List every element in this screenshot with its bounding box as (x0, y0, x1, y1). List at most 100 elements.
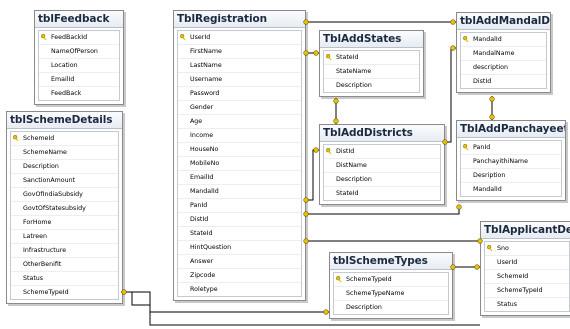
column-row[interactable]: HintQuestion (178, 241, 301, 255)
column-row[interactable]: Status (11, 272, 118, 286)
column-row[interactable]: EmailId (39, 73, 119, 87)
relationship-endpoint-icon (489, 96, 495, 102)
relationship-endpoint-icon (303, 50, 309, 56)
column-row[interactable]: MandalName (461, 47, 546, 61)
column-row[interactable]: SchemeName (11, 146, 118, 160)
column-row[interactable]: MobileNo (178, 157, 301, 171)
column-row[interactable]: GovtOfStatesubsidy (11, 202, 118, 216)
column-name: SchemeName (23, 149, 67, 156)
column-row[interactable]: StateId (324, 187, 440, 200)
table-tbladdmandaldetails[interactable]: tblAddMandalDetaMandalIdMandalNamedescri… (456, 12, 551, 93)
column-row[interactable]: ForHome (11, 216, 118, 230)
column-row[interactable]: Location (39, 59, 119, 73)
relationship-endpoint-icon (323, 309, 329, 315)
column-row[interactable]: PanId (178, 199, 301, 213)
column-row[interactable]: FeedBackId (39, 31, 119, 45)
column-row[interactable]: Age (178, 115, 301, 129)
column-row[interactable]: DistId (178, 213, 301, 227)
column-row[interactable]: MandalId (461, 183, 561, 196)
column-name: Password (190, 90, 220, 97)
column-row[interactable]: OtherBenifit (11, 258, 118, 272)
column-name: StateName (336, 68, 372, 75)
column-row[interactable]: Latreen (11, 230, 118, 244)
column-row[interactable]: MandalId (461, 33, 546, 47)
column-row[interactable]: HouseNo (178, 143, 301, 157)
column-row[interactable]: Gender (178, 101, 301, 115)
relationship-endpoint-icon (313, 147, 319, 153)
column-row[interactable]: FeedBack (39, 87, 119, 100)
column-name: EmailId (51, 76, 75, 83)
column-name: EmailId (190, 174, 214, 181)
column-name: FeedBackId (51, 34, 88, 41)
column-row[interactable]: MandalId (178, 185, 301, 199)
column-name: Description (346, 304, 382, 311)
column-name: Zipcode (190, 272, 216, 279)
column-row[interactable]: description (461, 61, 546, 75)
column-row[interactable]: UserId (178, 31, 301, 45)
relationship-endpoint-icon (313, 50, 319, 56)
column-name: Description (336, 176, 372, 183)
column-name: PanchayithiName (473, 158, 528, 165)
column-row[interactable]: FirstName (178, 45, 301, 59)
column-row[interactable]: Description (11, 160, 118, 174)
relationship-registration-to-panchayat[interactable] (304, 205, 460, 215)
column-row[interactable]: NameOfPerson (39, 45, 119, 59)
column-row[interactable]: SchemeTypeId (334, 273, 448, 287)
column-row[interactable]: UserId (485, 256, 569, 270)
relationship-schemedetails-to-types[interactable] (121, 291, 329, 313)
column-row[interactable]: PanchayithiName (461, 155, 561, 169)
column-name: HouseNo (190, 146, 219, 153)
column-row[interactable]: Roletype (178, 283, 301, 296)
relationship-schemedetails-to-applicant[interactable] (131, 292, 480, 326)
column-row[interactable]: Desription (461, 169, 561, 183)
column-name: Description (336, 82, 372, 89)
column-row[interactable]: Description (324, 173, 440, 187)
column-row[interactable]: Infrastructure (11, 244, 118, 258)
relationship-districts-to-mandal[interactable] (443, 47, 456, 143)
column-row[interactable]: Password (178, 87, 301, 101)
relationship-endpoint-icon (303, 19, 309, 25)
relationship-endpoint-icon (303, 238, 309, 244)
column-row[interactable]: DistId (324, 145, 440, 159)
column-row[interactable]: Sno (485, 242, 569, 256)
table-tblapplicantdetails[interactable]: TblApplicantDetaiSnoUserIdSchemeIdScheme… (480, 221, 570, 316)
column-row[interactable]: SchemeTypeId (485, 284, 569, 298)
column-row[interactable]: SchemeTypeName (334, 287, 448, 301)
column-row[interactable]: EmailId (178, 171, 301, 185)
column-row[interactable]: Description (324, 79, 419, 92)
column-row[interactable]: StateName (324, 65, 419, 79)
column-row[interactable]: GovOfIndiaSubsidy (11, 188, 118, 202)
column-row[interactable]: Username (178, 73, 301, 87)
column-name: LastName (190, 62, 222, 69)
column-row[interactable]: PanId (461, 141, 561, 155)
column-row[interactable]: Status (485, 298, 569, 311)
column-row[interactable]: Description (334, 301, 448, 314)
column-row[interactable]: SchemeTypeId (11, 286, 118, 299)
column-row[interactable]: SchemeId (11, 132, 118, 146)
column-name: GovOfIndiaSubsidy (23, 191, 83, 198)
column-row[interactable]: SanctionAmount (11, 174, 118, 188)
relationship-registration-to-districts[interactable] (304, 149, 319, 201)
column-row[interactable]: DistName (324, 159, 440, 173)
table-tbladdpanchayeeties[interactable]: TblAddPanchayeetiesPanIdPanchayithiNameD… (456, 120, 566, 201)
column-row[interactable]: LastName (178, 59, 301, 73)
column-row[interactable]: StateId (324, 51, 419, 65)
column-row[interactable]: Zipcode (178, 269, 301, 283)
table-title: TblAddDistricts (320, 125, 444, 142)
column-row[interactable]: StateId (178, 227, 301, 241)
column-name: Username (190, 76, 223, 83)
column-row[interactable]: Income (178, 129, 301, 143)
column-row[interactable]: SchemeId (485, 270, 569, 284)
column-name: Desription (473, 172, 506, 179)
column-name: Gender (190, 104, 214, 111)
column-row[interactable]: DistId (461, 75, 546, 88)
column-row[interactable]: Answer (178, 255, 301, 269)
